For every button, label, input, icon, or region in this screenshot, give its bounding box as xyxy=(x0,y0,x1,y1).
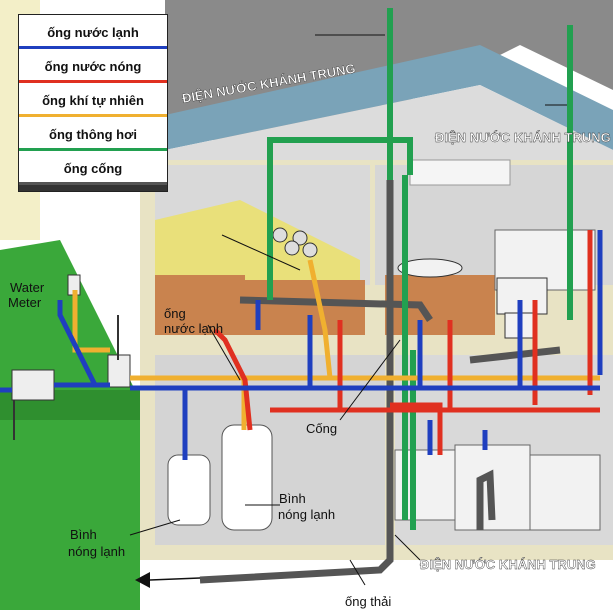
legend-item: ống nước nóng xyxy=(19,49,167,83)
watermark-right: ĐIỆN NƯỚC KHÁNH TRUNG xyxy=(435,130,611,145)
leader-lines xyxy=(129,34,567,586)
legend-item-label: ống cống xyxy=(63,160,123,176)
legend-bottom-bar xyxy=(19,185,167,191)
legend-color-swatch xyxy=(19,182,167,185)
legend-item-label: ống nước lạnh xyxy=(47,24,139,40)
sewer-label: Cống xyxy=(306,421,337,436)
water-meter-label-line2: Meter xyxy=(8,295,42,310)
legend-color-swatch xyxy=(19,80,167,83)
sewer-pipes xyxy=(199,180,561,584)
legend-color-swatch xyxy=(19,46,167,49)
bathroom-sink xyxy=(397,258,463,278)
waste-pipe-label: ống thải xyxy=(345,594,391,609)
legend-item-label: ống thông hơi xyxy=(49,126,137,142)
stove-burner xyxy=(284,240,300,256)
pipe-legend: ống nước lạnh ống nước nóng ống khí tự nhi… xyxy=(18,14,168,192)
legend-item-label: ống khí tự nhiên xyxy=(42,92,144,108)
laundry-tub xyxy=(529,454,601,531)
waste-arrow-head xyxy=(135,572,150,588)
cold-pipe-label-line1: ống xyxy=(164,306,186,321)
water-heater-left xyxy=(167,454,211,526)
cold-pipes xyxy=(0,230,603,460)
heater-left-label-line1: Bình xyxy=(70,527,97,542)
legend-item: ống cống xyxy=(19,151,167,185)
hot-pipes xyxy=(213,230,600,455)
mirror xyxy=(409,159,511,186)
legend-color-swatch xyxy=(19,114,167,117)
heater-right-label-line2: nóng lạnh xyxy=(278,507,335,522)
water-meter xyxy=(11,369,55,401)
stove-burner xyxy=(302,242,318,258)
legend-item: ống thông hơi xyxy=(19,117,167,151)
legend-item-label: ống nước nóng xyxy=(44,58,142,74)
kitchen-cabinet-left xyxy=(155,275,245,335)
stove-burner xyxy=(272,227,288,243)
heater-right-label-line1: Bình xyxy=(279,491,306,506)
water-meter-label-line1: Water xyxy=(10,280,45,295)
legend-item: ống khí tự nhiên xyxy=(19,83,167,117)
waste-arrow-line xyxy=(149,577,201,581)
stove-burner xyxy=(292,230,308,246)
watermark-bottom: ĐIỆN NƯỚC KHÁNH TRUNG xyxy=(420,557,596,572)
legend-item: ống nước lạnh xyxy=(19,15,167,49)
legend-color-swatch xyxy=(19,148,167,151)
water-heater-right xyxy=(221,424,273,531)
cold-pipe-label-line2: nước lạnh xyxy=(164,321,223,336)
heater-left-label-line2: nóng lạnh xyxy=(68,544,125,559)
